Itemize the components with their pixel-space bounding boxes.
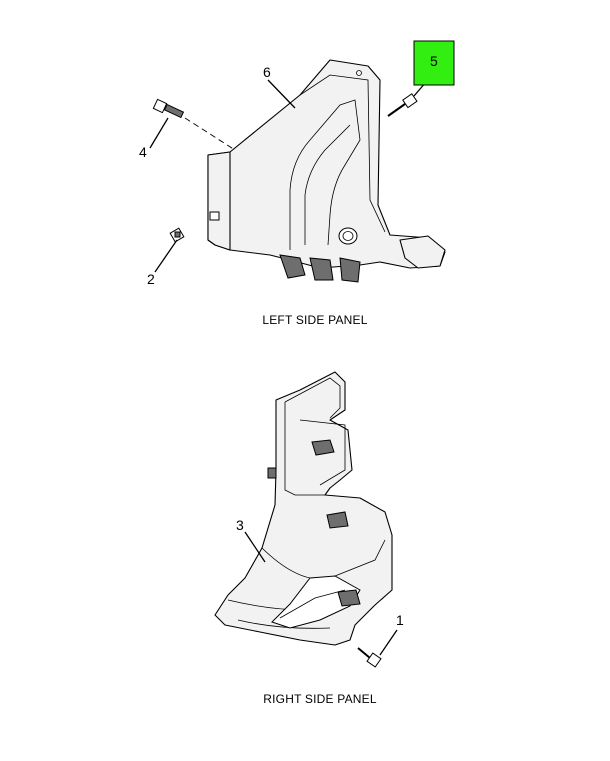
screw-4 xyxy=(152,98,185,119)
caption-left-side-panel: LEFT SIDE PANEL xyxy=(262,313,367,327)
highlight-box-5 xyxy=(413,40,455,86)
caption-right-side-panel: RIGHT SIDE PANEL xyxy=(263,692,377,706)
callout-4[interactable]: 4 xyxy=(139,144,147,160)
right-side-panel-drawing xyxy=(214,371,398,668)
left-side-panel-drawing xyxy=(149,59,446,283)
callout-2[interactable]: 2 xyxy=(147,271,155,287)
callout-3[interactable]: 3 xyxy=(236,517,244,533)
screw-1 xyxy=(357,647,382,668)
callout-5[interactable]: 5 xyxy=(430,53,438,69)
callout-1[interactable]: 1 xyxy=(396,612,404,628)
nut-2 xyxy=(169,227,185,243)
callout-6[interactable]: 6 xyxy=(263,64,271,80)
screw-5 xyxy=(387,93,418,117)
